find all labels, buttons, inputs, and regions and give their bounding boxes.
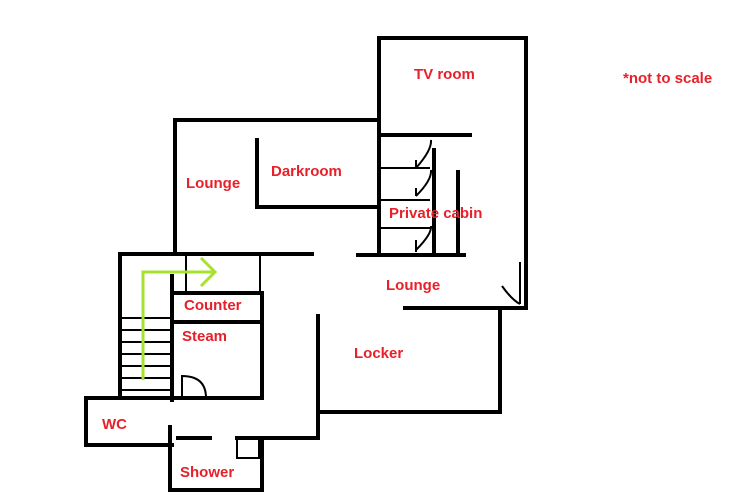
lower-lounge-label: Lounge [386,277,440,294]
room-labels: TV room Lounge Darkroom Private cabin Lo… [102,66,712,481]
cabin-door-3 [415,225,433,251]
entry-arrow-icon [141,256,218,380]
private-cabin-label: Private cabin [389,205,482,222]
tv-room-door [501,262,521,305]
shower-stall [236,437,260,459]
shower-wall [168,425,264,492]
staircase-icon [122,317,170,391]
steam-door [181,374,207,399]
tv-room-label: TV room [414,66,475,83]
walls [84,36,528,492]
steam-label: Steam [182,328,227,345]
door-swing-icon [181,139,521,399]
shower-label: Shower [180,464,234,481]
scale-note: *not to scale [623,70,712,87]
locker-outer-wall [316,306,502,414]
partitions [185,167,430,459]
cabin-door-1 [415,139,433,169]
locker-wall [260,314,320,440]
counter-label: Counter [184,297,242,314]
tv-room-wall [377,36,528,310]
upper-lounge-wall [173,118,381,254]
wc-wall [84,396,174,447]
upper-lounge-label: Lounge [186,175,240,192]
darkroom-label: Darkroom [271,163,342,180]
cabin-door-2 [415,169,433,197]
locker-label: Locker [354,345,403,362]
wc-label: WC [102,416,127,433]
